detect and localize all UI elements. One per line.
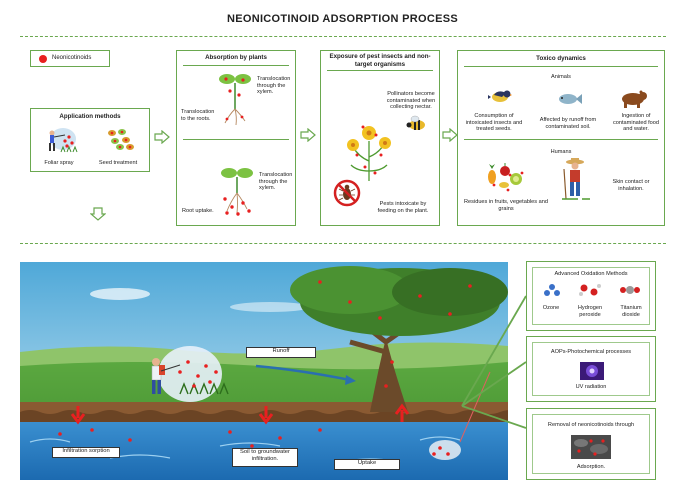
adsorption-label: Adsorption. [576, 464, 606, 470]
fish-icon [559, 94, 582, 104]
aom-title: Advanced Oxidation Methods [554, 271, 628, 277]
bird-icon [488, 90, 512, 102]
toxico-title: Toxico dynamics [536, 55, 586, 62]
hydrogen-peroxide-molecule-icon [579, 284, 601, 296]
titanium-dioxide-label: Titanium dioxide [620, 305, 642, 318]
pollinators-label: Pollinators become contaminated when col… [386, 91, 436, 111]
exposure-title: Exposure of pest insects and non-target … [329, 53, 431, 68]
middle-divider [20, 243, 666, 244]
translocation-xylem-label-1: Translocation through the xylem. [257, 76, 291, 96]
absorption-box: Absorption by plants Translocation throu… [176, 50, 296, 226]
exposure-box: Exposure of pest insects and non-target … [320, 50, 440, 226]
ozone-molecule-icon [544, 284, 560, 296]
legend-label: Neonicotinoids [52, 55, 92, 61]
residues-label: Residues in fruits, vegetables and grain… [464, 199, 548, 212]
plant-leaf-absorption-icon [219, 74, 251, 126]
aom-box: Advanced Oxidation Methods Ozone Hydroge… [526, 261, 656, 331]
soil-groundwater-label: Soil to groundwater infiltration. [232, 448, 298, 467]
no-pest-icon [333, 179, 361, 207]
seed-treatment-label: Seed treatment [98, 160, 138, 166]
bear-icon [622, 90, 647, 108]
skin-contact-label: Skin contact or inhalation. [612, 179, 650, 192]
translocation-xylem-label-2: Translocation through the xylem. [259, 172, 293, 192]
arrow-right-icon [154, 130, 170, 144]
arrow-right-icon [300, 128, 316, 142]
aop-title: AOPs-Photochemical processes [550, 349, 632, 355]
seed-treatment-icon [108, 129, 134, 150]
toxico-box: Toxico dynamics Animals Consumption of i… [457, 50, 665, 226]
toxico-title-rule [464, 66, 658, 67]
ingestion-label: Ingestion of contaminated food and water… [612, 113, 660, 133]
top-divider [20, 36, 666, 37]
humans-title: Humans [550, 149, 572, 155]
application-methods-box: Application methods Foliar spray Seed tr… [30, 108, 150, 172]
absorption-title: Absorption by plants [205, 54, 267, 61]
aop-inner-frame [532, 342, 650, 396]
translocation-roots-label: Translocation to the roots. [181, 109, 215, 122]
arrow-down-icon [90, 207, 106, 221]
runoff-label: Runoff [246, 347, 316, 358]
neonicotinoid-dot-icon [39, 54, 47, 63]
flower-plant-icon [347, 125, 391, 181]
hydrogen-peroxide-label: Hydrogen peroxide [577, 305, 603, 318]
absorption-mid-rule [183, 139, 289, 140]
aom-inner-frame [532, 267, 650, 325]
foliar-spray-label: Foliar spray [44, 160, 74, 166]
runoff-soil-label: Affected by runoff from contaminated soi… [539, 117, 597, 130]
legend-box: Neonicotinoids [30, 50, 110, 67]
foliar-spray-icon [49, 128, 78, 153]
arrow-right-icon [442, 128, 458, 142]
plant-root-uptake-icon [221, 168, 253, 216]
bee-icon [406, 115, 425, 130]
fruits-vegetables-icon [488, 163, 524, 192]
uv-radiation-icon [580, 362, 604, 380]
removal-box: Removal of neonicotinoids through Adsorp… [526, 408, 656, 480]
connector-lines [461, 295, 527, 429]
farmer-icon [562, 158, 590, 200]
application-title: Application methods [59, 113, 121, 120]
aop-box: AOPs-Photochemical processes UV radiatio… [526, 336, 656, 402]
animals-title: Animals [551, 74, 571, 80]
infiltration-sorption-label: Infiltration sorption [52, 447, 120, 458]
uv-radiation-label: UV radiation [575, 384, 607, 390]
page-title: NEONICOTINOID ADSORPTION PROCESS [226, 13, 459, 25]
environment-scene [20, 262, 508, 480]
exposure-title-rule [327, 70, 433, 71]
titanium-dioxide-molecule-icon [620, 286, 640, 294]
pests-label: Pests intoxicate by feeding on the plant… [377, 201, 429, 214]
ozone-label: Ozone [542, 305, 560, 311]
absorption-title-rule [183, 65, 289, 66]
removal-inner-frame [532, 414, 650, 474]
uptake-label: Uptake [334, 459, 400, 470]
root-uptake-label: Root uptake. [182, 208, 214, 214]
adsorption-material-icon [571, 435, 611, 459]
toxico-mid-rule [464, 139, 658, 140]
removal-title: Removal of neonicotinoids through [547, 422, 635, 428]
consumption-label: Consumption of intoxicated insects and t… [465, 113, 523, 133]
